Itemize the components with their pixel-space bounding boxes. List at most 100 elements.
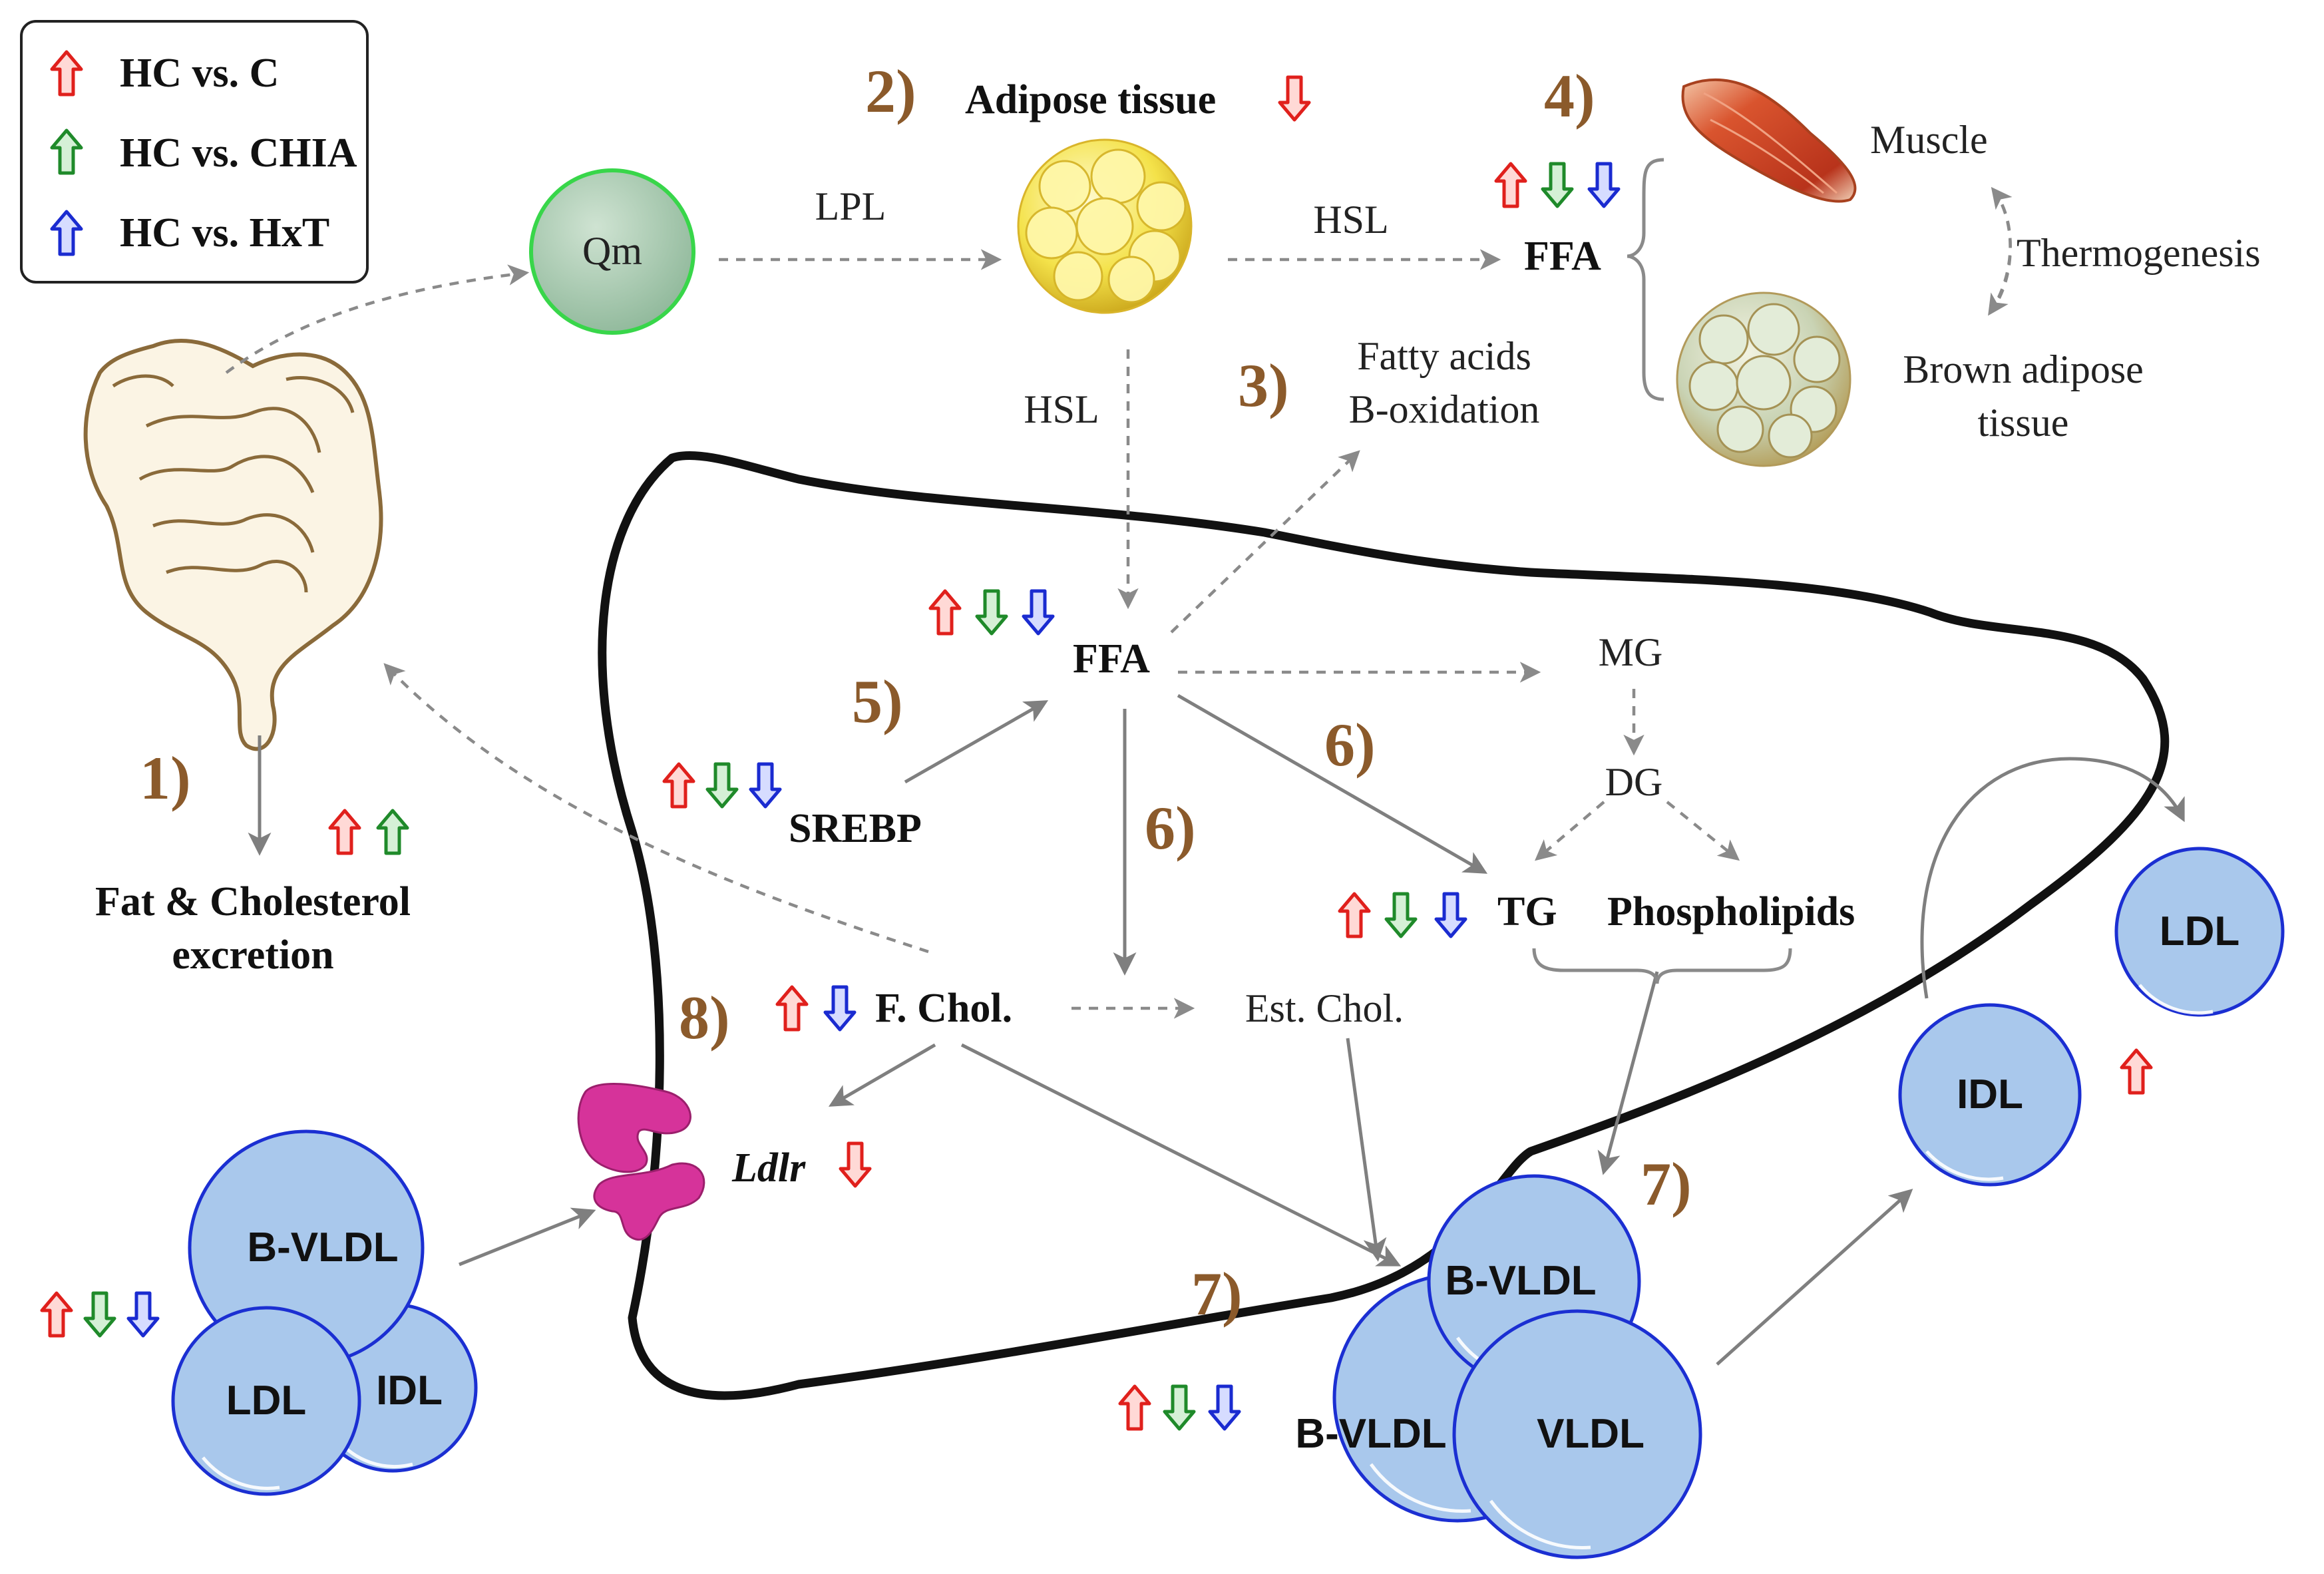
indicator-adipose xyxy=(1278,75,1311,122)
red-up-arrow-icon xyxy=(50,50,83,97)
red-up-arrow-icon xyxy=(1118,1384,1151,1431)
excretion-label-2: excretion xyxy=(172,932,333,978)
free-cholesterol-label: F. Chol. xyxy=(875,986,1012,1031)
indicator-ffa-peripheral-blue xyxy=(1587,162,1621,208)
legend-label-hc-vs-c: HC vs. C xyxy=(120,51,279,96)
legend-label-hc-vs-chia: HC vs. CHIA xyxy=(120,130,357,176)
legend-arrow-red xyxy=(50,50,83,97)
indicator-srebp-red xyxy=(662,762,695,809)
srebp-label: SREBP xyxy=(789,806,922,851)
ffa-top-label: FFA xyxy=(1524,234,1601,279)
ldl-particle: LDL xyxy=(2114,847,2285,1017)
red-up-arrow-icon xyxy=(328,809,361,855)
indicator-tg xyxy=(1338,892,1467,938)
ldl-receptor-illustration xyxy=(577,1082,705,1241)
lipoprotein-right-idl: IDL xyxy=(1957,1072,2023,1117)
legend-label-hc-vs-hxt: HC vs. HxT xyxy=(120,210,329,256)
red-up-arrow-icon xyxy=(40,1291,73,1338)
blue-down-arrow-icon xyxy=(1208,1384,1241,1431)
indicator-ffa-peripheral-green xyxy=(1541,162,1574,208)
lipoprotein-left-idl: IDL xyxy=(376,1368,443,1414)
ffa-liver-label: FFA xyxy=(1073,636,1150,682)
chylomicron-node: Qm xyxy=(529,168,695,335)
adipose-tissue-illustration xyxy=(1017,138,1193,314)
liver-outline xyxy=(598,451,2170,1400)
indicator-srebp-green xyxy=(705,762,739,809)
indicator-f-chol xyxy=(775,985,857,1032)
indicator-srebp-blue xyxy=(749,762,782,809)
red-up-arrow-icon xyxy=(662,762,695,809)
legend-arrow-blue xyxy=(50,210,83,256)
step-8: 8) xyxy=(679,984,730,1052)
blue-down-arrow-icon xyxy=(1434,892,1467,938)
blue-down-arrow-icon xyxy=(1587,162,1621,208)
indicator-secreted-green xyxy=(1163,1384,1196,1431)
red-down-arrow-icon xyxy=(1278,75,1311,122)
indicator-ffa-liver xyxy=(928,589,1055,636)
plasma-lipoprotein-cluster: B-VLDL LDL IDL xyxy=(171,1129,478,1496)
idl-particle: IDL xyxy=(1898,1003,2082,1187)
lipoprotein-right-ldl: LDL xyxy=(2160,908,2240,954)
lpl-label: LPL xyxy=(815,184,886,228)
indicator-tg-blue xyxy=(1434,892,1467,938)
step-3: 3) xyxy=(1238,351,1289,419)
brown-adipose-label-2: tissue xyxy=(1978,401,2069,445)
green-down-arrow-icon xyxy=(1163,1384,1196,1431)
indicator-ffa-liver-red xyxy=(928,589,962,636)
indicator-excretion xyxy=(328,809,409,855)
step-6a: 6) xyxy=(1324,711,1376,779)
intestine-illustration xyxy=(83,339,383,751)
green-down-arrow-icon xyxy=(975,589,1008,636)
ldlr-label: Ldlr xyxy=(731,1145,806,1191)
phospholipids-label: Phospholipids xyxy=(1607,889,1855,934)
step-1: 1) xyxy=(140,744,191,812)
adipose-tissue-label: Adipose tissue xyxy=(965,77,1216,122)
red-down-arrow-icon xyxy=(839,1141,872,1188)
indicator-ffa-liver-blue xyxy=(1022,589,1055,636)
green-down-arrow-icon xyxy=(83,1291,116,1338)
lipoprotein-mid-bvldl-front: B-VLDL xyxy=(1295,1411,1446,1457)
legend-arrow-green xyxy=(50,128,83,175)
brown-adipose-label-1: Brown adipose xyxy=(1903,347,2144,391)
esterified-cholesterol-label: Est. Chol. xyxy=(1245,986,1404,1030)
step-2: 2) xyxy=(865,57,916,125)
step-5: 5) xyxy=(852,668,903,735)
step-6b: 6) xyxy=(1145,794,1196,862)
green-down-arrow-icon xyxy=(1384,892,1418,938)
hsl-down-label: HSL xyxy=(1024,387,1099,431)
qm-label: Qm xyxy=(582,229,642,273)
dg-label: DG xyxy=(1605,760,1663,804)
indicator-ffa-peripheral-red xyxy=(1494,162,1527,208)
indicator-excretion-green xyxy=(376,809,409,855)
red-up-arrow-icon xyxy=(1494,162,1527,208)
lipoprotein-left-ldl: LDL xyxy=(226,1378,307,1424)
blue-down-arrow-icon xyxy=(126,1291,160,1338)
blue-up-arrow-icon xyxy=(50,210,83,256)
excretion-label-1: Fat & Cholesterol xyxy=(95,879,411,924)
indicator-ldlr xyxy=(839,1141,872,1188)
indicator-plasma-lipoproteins xyxy=(40,1291,160,1338)
indicator-ffa-liver-green xyxy=(975,589,1008,636)
legend: HC vs. C HC vs. CHIA HC vs. HxT xyxy=(20,20,369,284)
muscle-illustration xyxy=(1681,78,1857,203)
green-down-arrow-icon xyxy=(705,762,739,809)
indicator-f-chol-blue xyxy=(823,985,857,1032)
red-up-arrow-icon xyxy=(2120,1048,2153,1095)
red-up-arrow-icon xyxy=(1338,892,1371,938)
indicator-tg-green xyxy=(1384,892,1418,938)
indicator-tg-red xyxy=(1338,892,1371,938)
tg-label: TG xyxy=(1497,889,1557,934)
indicator-secreted-red xyxy=(1118,1384,1151,1431)
arrows xyxy=(225,158,2185,1366)
lipoprotein-mid-vldl: VLDL xyxy=(1537,1411,1645,1457)
indicator-plasma-red xyxy=(40,1291,73,1338)
indicator-ffa-peripheral xyxy=(1494,162,1621,208)
indicator-f-chol-red xyxy=(775,985,809,1032)
indicator-plasma-blue xyxy=(126,1291,160,1338)
indicator-excretion-red xyxy=(328,809,361,855)
legend-box xyxy=(20,20,369,284)
fatty-acids-label-1: Fatty acids xyxy=(1357,334,1531,378)
lipoprotein-mid-bvldl-back: B-VLDL xyxy=(1445,1258,1596,1304)
indicator-srebp xyxy=(662,762,782,809)
